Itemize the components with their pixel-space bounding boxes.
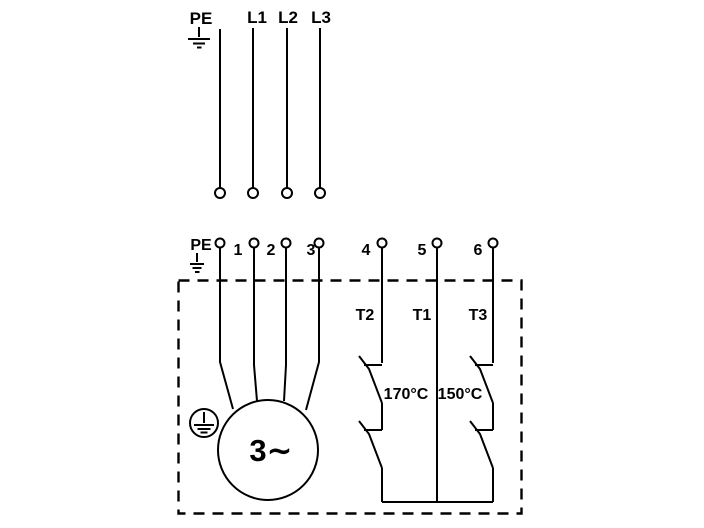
terminal-label-1: 1: [234, 242, 243, 259]
temp-label-150: 150°C: [438, 386, 483, 403]
wire-1: [253, 247, 258, 402]
pump-enclosure-outline: [177, 279, 523, 515]
terminal-row-section: PE 1 2 3 4 5 6: [190, 237, 499, 273]
sensor-label-t1: T1: [413, 307, 432, 324]
terminal-circle-3: [313, 237, 325, 249]
supply-label-l2: L2: [278, 8, 298, 27]
motor-label: 3∼: [249, 433, 292, 468]
terminal-circle-5: [431, 237, 443, 249]
wire-3: [305, 247, 320, 411]
terminal-label-6: 6: [474, 242, 483, 259]
motor-circle: [217, 399, 319, 501]
supply-section: PE L1 L2 L3: [188, 8, 331, 199]
thermal-switch-icon: [358, 355, 383, 404]
thermal-switch-icon: [469, 420, 494, 469]
supply-terminal-l3: [314, 187, 326, 199]
sensor-label-t2: T2: [356, 307, 375, 324]
terminal-circle-2: [280, 237, 292, 249]
motor-symbol: 3∼: [217, 399, 319, 501]
wire-pe: [219, 247, 234, 410]
terminal-circle-4: [376, 237, 388, 249]
supply-label-l1: L1: [247, 8, 267, 27]
terminal-circle-1: [248, 237, 260, 249]
terminal-label-pe: PE: [190, 237, 212, 254]
earth-ground-icon: [188, 27, 210, 49]
motor-feed-wires: [219, 247, 320, 411]
temp-label-170: 170°C: [384, 386, 429, 403]
wire-2: [283, 247, 287, 402]
terminal-circle-6: [487, 237, 499, 249]
supply-terminal-pe: [214, 187, 226, 199]
sensor-label-t3: T3: [469, 307, 488, 324]
supply-label-pe: PE: [190, 9, 213, 28]
terminal-label-3: 3: [307, 242, 316, 259]
earth-ground-icon: [190, 253, 204, 273]
terminal-label-5: 5: [418, 242, 427, 259]
supply-terminal-l2: [281, 187, 293, 199]
thermal-switch-icon: [469, 355, 494, 404]
protective-earth-icon: [189, 408, 219, 438]
terminal-label-2: 2: [267, 242, 276, 259]
sensor-circuit: T2 T1 T3 170°C 150°C: [356, 247, 494, 503]
terminal-label-4: 4: [362, 242, 371, 259]
thermal-switch-icon: [358, 420, 383, 469]
terminal-circle-pe: [214, 237, 226, 249]
supply-terminal-l1: [247, 187, 259, 199]
supply-label-l3: L3: [311, 8, 331, 27]
